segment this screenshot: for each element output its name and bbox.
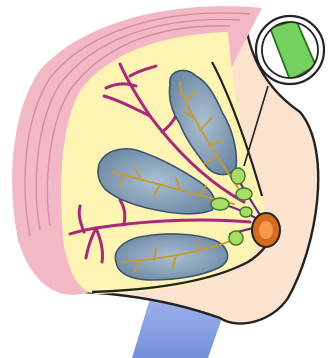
magnified-duct-icon bbox=[256, 16, 324, 84]
nipple bbox=[252, 213, 280, 247]
